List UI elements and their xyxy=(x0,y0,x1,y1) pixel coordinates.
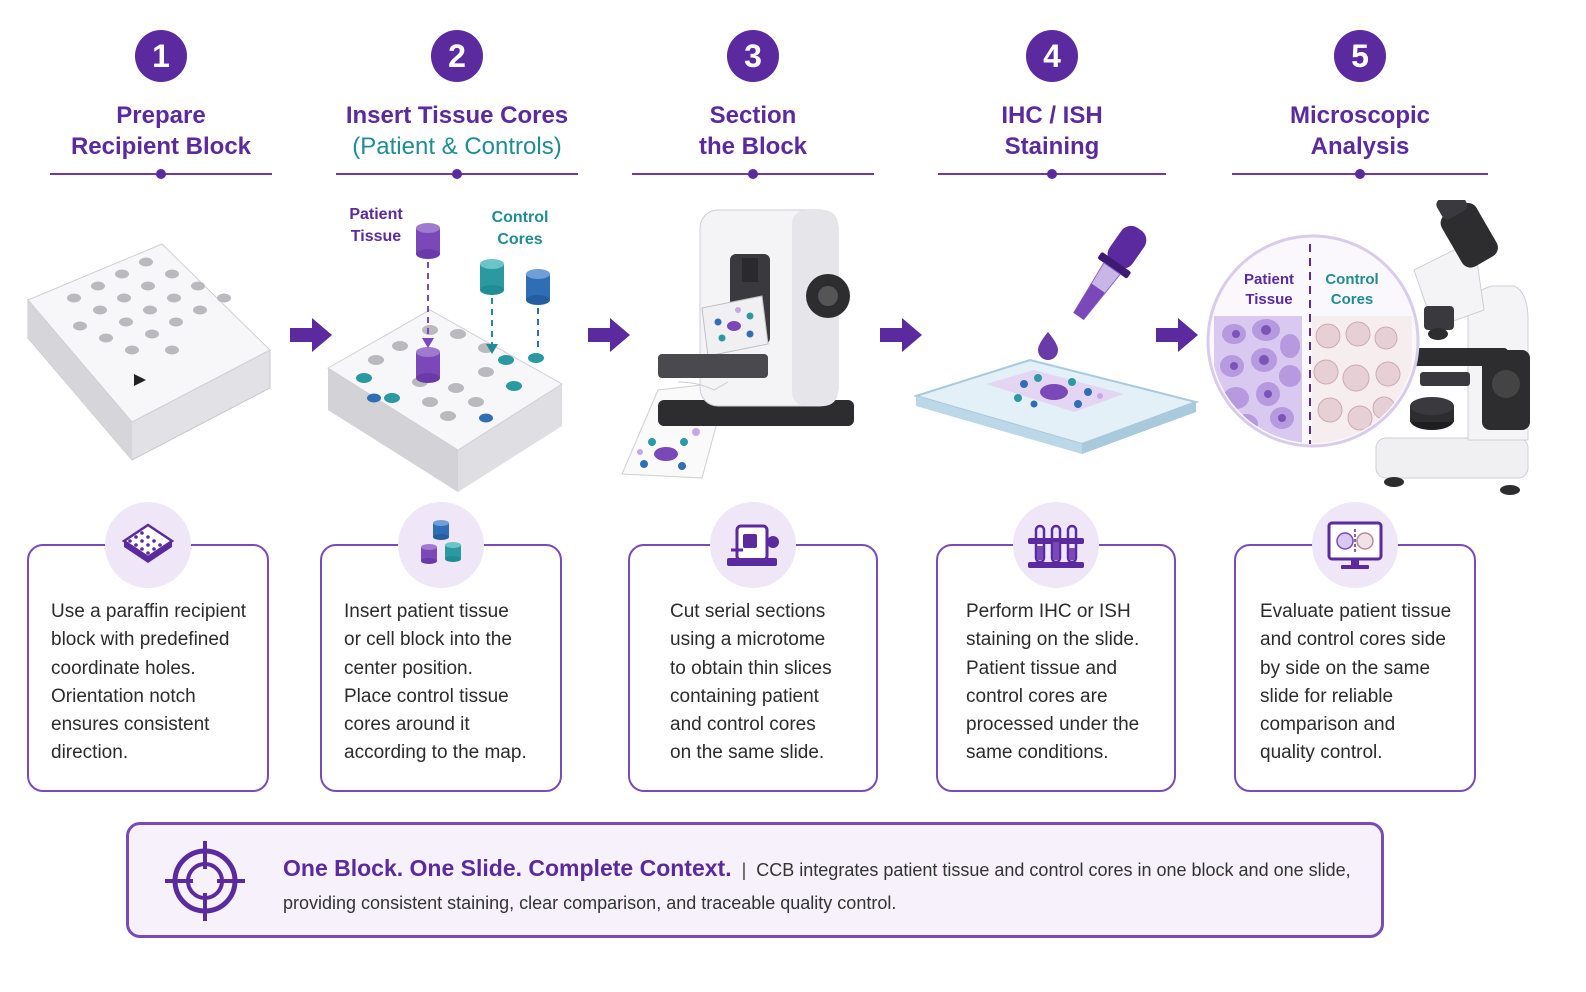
step-1-description: Use a paraffin recipient block with pred… xyxy=(51,601,247,764)
magnified-view-illustration xyxy=(1206,234,1420,448)
arrow-4-to-5 xyxy=(1156,318,1198,352)
step-1-title: Prepare Recipient Block xyxy=(70,102,252,160)
step-3-card: Cut serial sections using a microtome to… xyxy=(628,502,878,792)
step-3-title: Section the Block xyxy=(698,102,808,160)
microtome-illustration xyxy=(621,209,854,479)
target-crosshair-icon xyxy=(165,841,245,921)
arrow-3-to-4 xyxy=(880,318,922,352)
step-4-number: 4 xyxy=(1026,30,1078,82)
banner-line-1: One Block. One Slide. Complete Context. |… xyxy=(283,855,1351,882)
step-2-rule xyxy=(336,169,578,179)
step-4-description: Perform IHC or ISH staining on the slide… xyxy=(966,601,1140,764)
step-4-rule xyxy=(938,169,1166,179)
step-2-card: Insert patient tissue or cell block into… xyxy=(320,502,562,792)
step-1-number: 1 xyxy=(135,30,187,82)
paraffin-block-icon xyxy=(105,502,191,588)
tissue-cores-icon xyxy=(398,502,484,588)
banner-body-line-1: CCB integrates patient tissue and contro… xyxy=(756,860,1351,880)
banner-separator: | xyxy=(741,860,747,880)
step-1-rule xyxy=(50,169,272,179)
recipient-block-illustration xyxy=(27,243,271,461)
step-5-title: Microscopic Analysis xyxy=(1289,102,1431,160)
banner-title: One Block. One Slide. Complete Context. xyxy=(283,855,732,881)
step-3-rule xyxy=(632,169,874,179)
step-2-description: Insert patient tissue or cell block into… xyxy=(344,601,527,764)
control-cores-label: Control Cores xyxy=(491,209,549,248)
step-5-rule xyxy=(1232,169,1488,179)
step-5-number: 5 xyxy=(1334,30,1386,82)
step-2-title: Insert Tissue Cores (Patient & Controls) xyxy=(345,102,569,160)
step-3-description: Cut serial sections using a microtome to… xyxy=(670,601,832,764)
step-5-description: Evaluate patient tissue and control core… xyxy=(1260,601,1452,764)
patient-tissue-label: Patient Tissue xyxy=(349,206,403,245)
microscope-illustration xyxy=(1375,200,1530,495)
staining-illustration xyxy=(914,225,1200,454)
step-2-number: 2 xyxy=(431,30,483,82)
arrow-2-to-3 xyxy=(588,318,630,352)
magnified-patient-tissue-label: Patient Tissue xyxy=(1243,271,1294,308)
monitor-analysis-icon xyxy=(1312,502,1398,588)
step-3-number: 3 xyxy=(727,30,779,82)
microtome-icon xyxy=(710,502,796,588)
step-1-card: Use a paraffin recipient block with pred… xyxy=(27,502,269,792)
magnified-control-cores-label: Control Cores xyxy=(1325,271,1379,308)
step-5-card: Evaluate patient tissue and control core… xyxy=(1234,502,1476,792)
test-tubes-icon xyxy=(1013,502,1099,588)
step-4-title: IHC / ISH Staining xyxy=(1001,102,1103,160)
insert-cores-illustration xyxy=(327,223,563,492)
arrow-1-to-2 xyxy=(290,318,332,352)
summary-banner: One Block. One Slide. Complete Context. |… xyxy=(126,822,1384,938)
step-4-card: Perform IHC or ISH staining on the slide… xyxy=(936,502,1176,792)
banner-body-line-2: providing consistent staining, clear com… xyxy=(283,893,897,913)
